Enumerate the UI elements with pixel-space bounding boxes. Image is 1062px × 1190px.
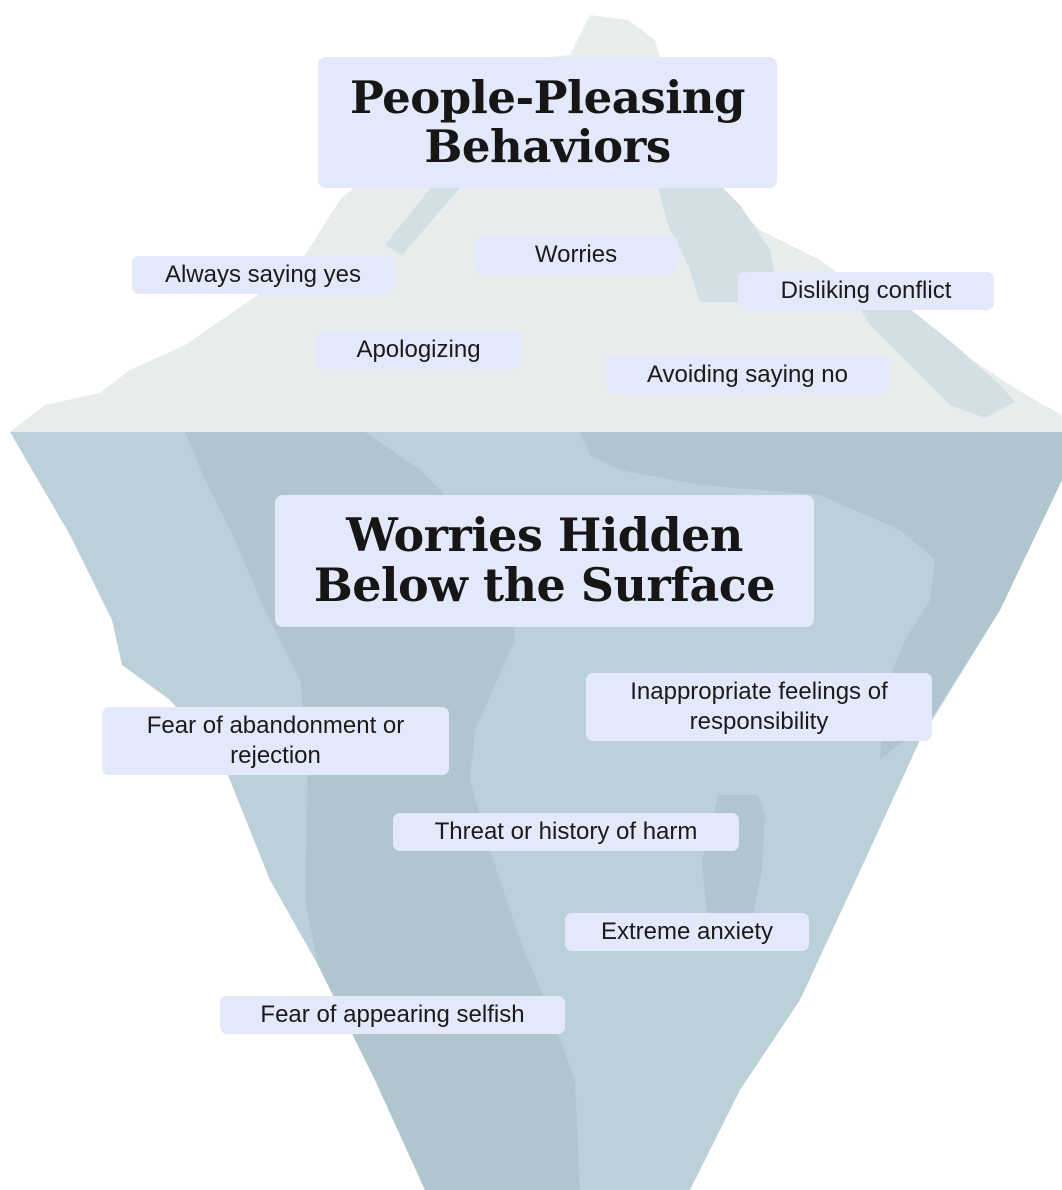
tag-always-saying-yes: Always saying yes — [132, 256, 394, 294]
title-people-pleasing-behaviors: People-Pleasing Behaviors — [318, 57, 777, 188]
title-worries-hidden-below-surface: Worries Hidden Below the Surface — [275, 495, 814, 627]
tag-extreme-anxiety: Extreme anxiety — [565, 913, 809, 951]
iceberg-tip — [10, 15, 1062, 432]
tag-disliking-conflict: Disliking conflict — [738, 272, 994, 310]
tag-fear-of-appearing-selfish: Fear of appearing selfish — [220, 996, 565, 1034]
underwater-shade-right — [580, 432, 1062, 760]
tip-crevasse-left — [385, 170, 465, 255]
tag-inappropriate-feelings-of-responsibility: Inappropriate feelings of responsibility — [586, 673, 932, 741]
tag-fear-of-abandonment-or-rejection: Fear of abandonment or rejection — [102, 707, 449, 775]
tag-threat-or-history-of-harm: Threat or history of harm — [393, 813, 739, 851]
tag-avoiding-saying-no: Avoiding saying no — [606, 356, 889, 394]
tag-apologizing: Apologizing — [316, 331, 521, 369]
tip-crevasse-right — [655, 165, 778, 302]
tag-worries: Worries — [474, 236, 678, 274]
tip-crevasse-far-right — [855, 300, 1015, 418]
